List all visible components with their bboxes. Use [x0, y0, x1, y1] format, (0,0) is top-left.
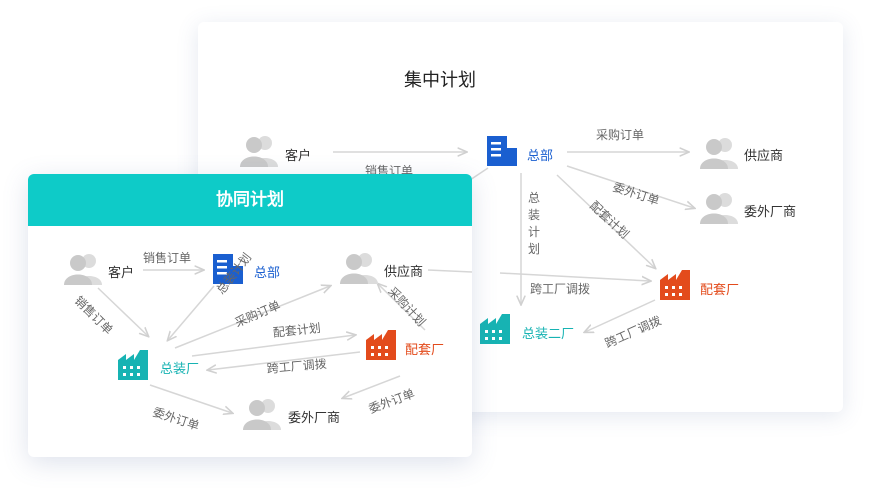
collaborative-node-supplier: 供应商 [384, 265, 424, 280]
centralized-plan-title: 集中计划 [404, 70, 476, 91]
centralized-node-supplier: 供应商 [744, 149, 784, 164]
factory-icon [660, 270, 690, 300]
collaborative-edge-sales-order-top: 销售订单 [143, 251, 192, 265]
building-icon [213, 254, 243, 284]
person-icon [700, 193, 738, 224]
centralized-node-supporting-plant: 配套厂 [700, 283, 740, 298]
centralized-edge-purchase-order: 采购订单 [596, 128, 645, 142]
collaborative-node-supporting-plant: 配套厂 [405, 343, 445, 358]
person-icon [240, 136, 278, 167]
collaborative-node-hq: 总部 [254, 266, 281, 281]
person-icon [64, 254, 102, 285]
collaborative-plan-title: 协同计划 [28, 174, 472, 226]
factory-icon [118, 350, 148, 380]
centralized-edge-assembly-plan: 总装计划 [527, 191, 540, 256]
centralized-node-hq: 总部 [527, 149, 554, 164]
centralized-node-assembly-plant-2: 总装二厂 [522, 327, 575, 342]
centralized-node-outsource: 委外厂商 [744, 205, 797, 220]
collaborative-node-customer: 客户 [108, 266, 135, 281]
factory-icon [366, 330, 396, 360]
collaborative-node-assembly-plant: 总装厂 [160, 362, 200, 377]
collaborative-node-outsource: 委外厂商 [288, 411, 341, 426]
person-icon [700, 138, 738, 169]
factory-icon [480, 314, 510, 344]
centralized-node-customer: 客户 [285, 149, 312, 164]
person-icon [243, 399, 281, 430]
person-icon [340, 253, 378, 284]
building-icon [487, 136, 517, 166]
centralized-edge-cross-plant-transfer-1: 跨工厂调拨 [530, 282, 591, 296]
